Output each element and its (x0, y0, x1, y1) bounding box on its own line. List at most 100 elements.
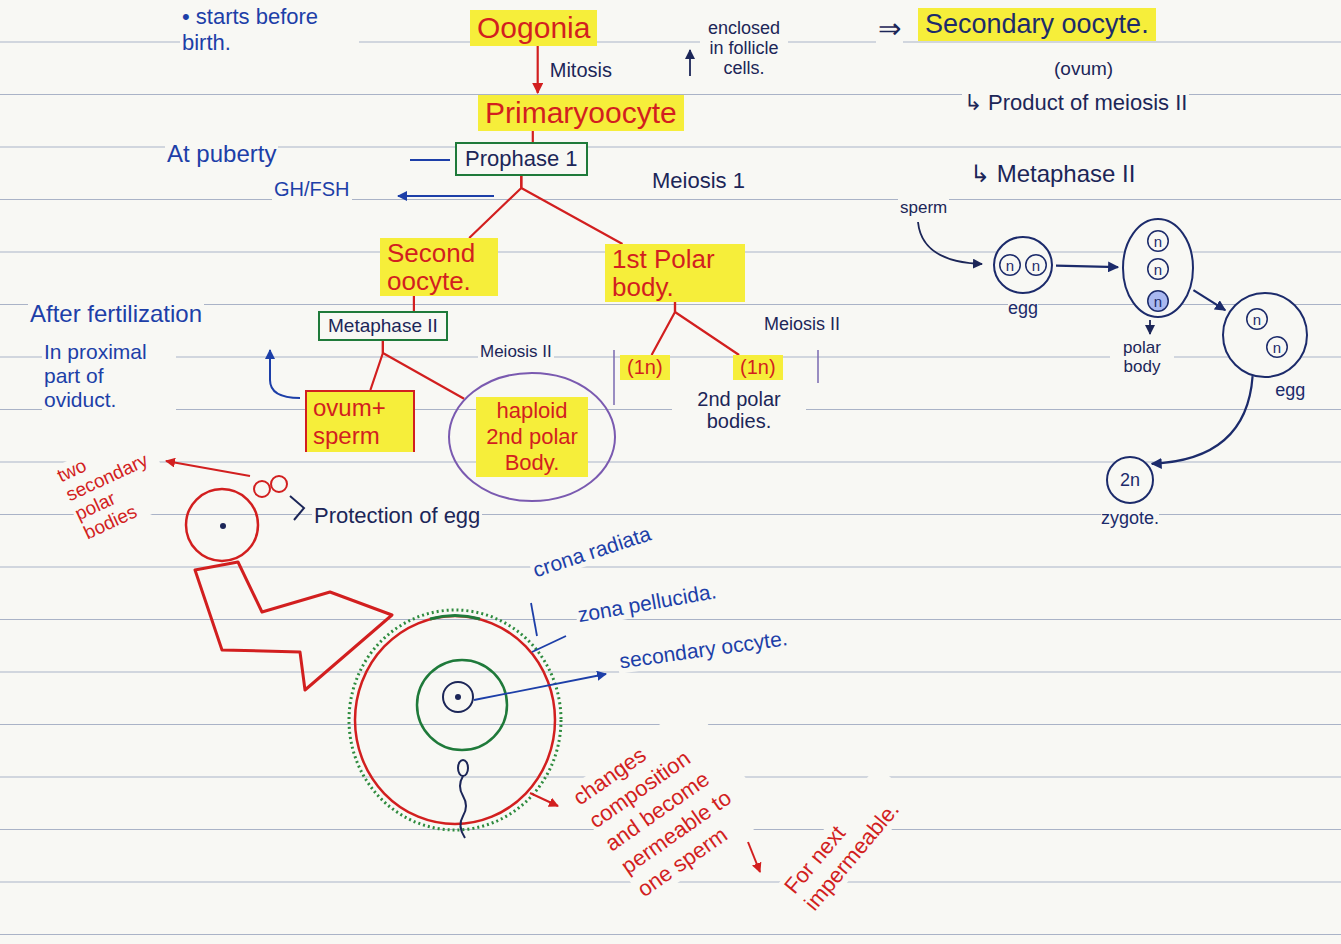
process-label: Meiosis 1 (650, 168, 747, 194)
leader-arrow (530, 793, 558, 806)
membrane-arc (430, 616, 480, 620)
callout-text: changes composition and become permeable… (566, 702, 772, 905)
connector (1152, 376, 1253, 464)
note-text: • starts before birth. (180, 4, 359, 56)
connector (469, 176, 521, 238)
highlighted-term: Primaryoocyte (478, 95, 684, 131)
label-anchor: 2nd polar bodies. (672, 388, 806, 432)
node-text: n (1154, 294, 1162, 309)
outline (1247, 309, 1268, 330)
label-anchor: At puberty (165, 140, 278, 168)
label-anchor: GH/FSH (272, 178, 352, 201)
part-label: polar body (1110, 338, 1174, 376)
sperm-tail (460, 776, 466, 838)
note-text: After fertilization (28, 300, 204, 328)
edge-label: Mitosis (548, 59, 614, 82)
leader-arrow (474, 674, 606, 700)
zygote-circle: 2nzygote. (1106, 456, 1154, 504)
result-box: ovum+ sperm (305, 390, 415, 452)
connector (537, 46, 539, 93)
outline (1026, 255, 1047, 276)
outline (1223, 293, 1307, 377)
chromosome-circle: n (1025, 254, 1047, 276)
ruled-line (0, 671, 1341, 672)
callout-text: two secondary polar bodies (52, 426, 178, 544)
corona-radiata (349, 610, 561, 830)
label-anchor: ↳ Metaphase II (968, 160, 1137, 188)
egg-circle: eggnn (993, 236, 1053, 294)
node-text: n (1253, 312, 1261, 327)
stage-box: Metaphase II (318, 311, 448, 341)
node-text: egg (1008, 298, 1038, 320)
note-text: ↳ Metaphase II (968, 160, 1137, 188)
node-text: Primaryoocyte (485, 96, 677, 130)
node-text: 1st Polar body. (612, 245, 738, 301)
label-anchor: Meiosis 1 (650, 168, 747, 194)
divider-stroke (817, 350, 819, 383)
label-anchor: secondary occyte. (616, 626, 791, 674)
highlighted-term: Oogonia (470, 10, 597, 46)
chromosome-circle: n (1147, 258, 1169, 280)
highlighted-term: (1n) (733, 355, 783, 380)
label-anchor: • starts before birth. (180, 4, 359, 56)
note-text: ↳ Product of meiosis II (962, 90, 1189, 116)
polar-body-circle: n (1147, 290, 1169, 312)
outline-shape (1222, 292, 1308, 378)
nucleus (443, 682, 473, 712)
note-text: Protection of egg (312, 503, 482, 529)
node-text: zygote. (1101, 508, 1159, 530)
chromosome-circle: n (999, 254, 1021, 276)
ruled-line (0, 619, 1341, 620)
bracket (290, 496, 304, 520)
node-text: n (1273, 340, 1281, 355)
highlighted-term: Second oocyte. (380, 238, 498, 296)
leader-arrow (1149, 320, 1151, 334)
node-text: n (1154, 262, 1162, 277)
label-anchor: After fertilization (28, 300, 204, 328)
ruled-line (0, 934, 1341, 935)
implies-symbol: ⇒ (876, 12, 903, 45)
process-label: Meiosis II (478, 342, 554, 362)
part-label: crona radiata (528, 521, 656, 583)
chromosome-circle: n (1147, 230, 1169, 252)
outline (1267, 337, 1288, 358)
connector (1193, 290, 1225, 310)
label-anchor: two secondary polar bodies (52, 426, 178, 544)
egg-circle: nnn (1122, 218, 1194, 318)
node-text: Prophase 1 (465, 146, 578, 172)
part-label: sperm (898, 198, 949, 218)
outline (1148, 259, 1169, 280)
leader-line (410, 159, 450, 161)
outline (1148, 231, 1169, 252)
small-arrow (748, 842, 760, 872)
node-text: haploid 2nd polar Body. (476, 397, 588, 477)
outline (1148, 291, 1169, 312)
connector (521, 176, 622, 244)
highlighted-term: 1st Polar body. (605, 244, 745, 302)
connector (370, 341, 383, 390)
note-text: At puberty (165, 140, 278, 168)
egg-sketch (186, 489, 258, 561)
note-text: (ovum) (1052, 58, 1115, 80)
divider-stroke (613, 350, 615, 405)
highlighted-term: (1n) (620, 355, 670, 380)
node-text: 2n (1120, 471, 1140, 489)
node-text: n (1154, 234, 1162, 249)
nucleolus (455, 694, 461, 700)
leader-arrow (398, 195, 494, 197)
node-text: n (1006, 258, 1014, 273)
highlighted-heading: Secondary oocyte. (918, 8, 1156, 41)
outline (449, 373, 615, 501)
chromosome-circle: n (1246, 308, 1268, 330)
leader-arrow (166, 461, 250, 476)
polar-body-sketch (271, 476, 287, 492)
label-anchor: Meiosis II (762, 314, 842, 335)
ruled-lines (0, 42, 1341, 935)
label-anchor: Meiosis II (478, 342, 554, 362)
connector (675, 302, 739, 355)
note-text: 2nd polar bodies. (672, 388, 806, 432)
part-label: secondary occyte. (616, 626, 791, 674)
polar-body-sketch (254, 481, 270, 497)
connector (652, 302, 675, 355)
